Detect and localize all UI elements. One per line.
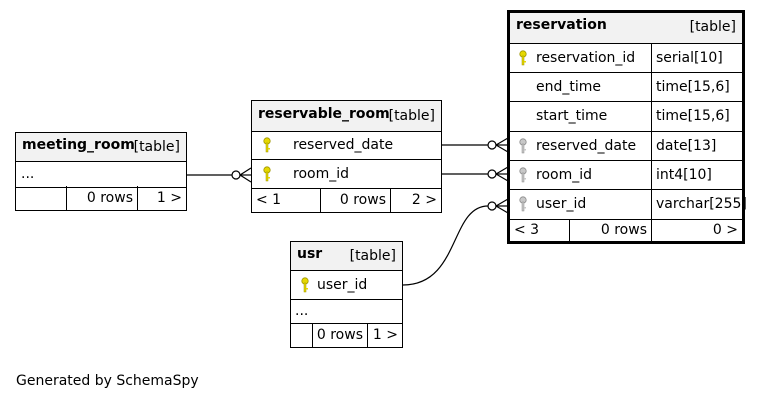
- table-row: end_time time[15,6]: [510, 72, 742, 102]
- foreign-key-icon: [519, 196, 527, 212]
- table-row: ...: [16, 161, 186, 188]
- children-count: 0 >: [712, 222, 738, 238]
- table-row: room_id int4[10]: [510, 160, 742, 190]
- generated-by-label: Generated by SchemaSpy: [16, 373, 199, 389]
- foreign-key-icon: [519, 137, 527, 153]
- primary-key-icon: [519, 49, 527, 65]
- table-name: meeting_room: [22, 137, 135, 153]
- table-header: reservable_room [table]: [252, 101, 441, 132]
- column-name: start_time: [536, 108, 608, 124]
- row-count: 0 rows: [600, 222, 647, 238]
- row-count: 0 rows: [86, 190, 133, 206]
- primary-key-icon: [263, 165, 271, 181]
- children-count: 2 >: [411, 192, 437, 208]
- row-count: 0 rows: [339, 192, 386, 208]
- table-row: ...: [291, 299, 402, 324]
- table-row: user_id: [291, 270, 402, 300]
- table-header: usr [table]: [291, 242, 402, 271]
- column-name: end_time: [536, 78, 602, 95]
- column-name: reserved_date: [536, 137, 637, 154]
- row-count: 0 rows: [316, 327, 363, 343]
- primary-key-icon: [263, 137, 271, 153]
- table-reservation[interactable]: reservation [table] reservation_id seria…: [507, 10, 747, 244]
- table-footer: < 1 0 rows 2 >: [252, 188, 441, 212]
- table-name: usr: [297, 246, 323, 262]
- table-meeting-room[interactable]: meeting_room [table] ... 0 rows 1 >: [15, 132, 187, 211]
- table-header: reservation [table]: [510, 13, 742, 44]
- table-usr[interactable]: usr [table] user_id ... 0 rows: [290, 241, 403, 348]
- column-name: user_id: [317, 276, 368, 293]
- table-row: start_time time[15,6]: [510, 101, 742, 132]
- column-type: serial[10]: [656, 49, 723, 66]
- table-kind: [table]: [133, 139, 180, 155]
- relationship-meeting-room-to-reservable-room: [187, 167, 252, 183]
- column-type: date[13]: [656, 137, 717, 154]
- relationship-user-id: [402, 198, 509, 286]
- primary-key-icon: [301, 276, 309, 292]
- more-rows-label: ...: [21, 166, 35, 182]
- table-name: reservable_room: [258, 106, 390, 122]
- parents-count: < 1: [256, 192, 282, 208]
- table-header: meeting_room [table]: [16, 133, 186, 162]
- table-kind: [table]: [388, 108, 435, 124]
- column-name: reserved_date: [293, 137, 394, 153]
- table-footer: 0 rows 1 >: [291, 323, 402, 347]
- table-reservable-room[interactable]: reservable_room [table] reserved_date: [251, 100, 442, 213]
- table-row: reserved_date: [252, 131, 441, 160]
- children-count: 1 >: [156, 190, 182, 206]
- relationship-reserved-date: [442, 137, 509, 153]
- foreign-key-icon: [519, 166, 527, 182]
- table-footer: 0 rows 1 >: [16, 186, 186, 210]
- table-row: reserved_date date[13]: [510, 131, 742, 161]
- table-row: reservation_id serial[10]: [510, 43, 742, 73]
- column-name: user_id: [536, 196, 587, 212]
- table-kind: [table]: [349, 248, 396, 264]
- column-type: time[15,6]: [656, 78, 730, 95]
- column-name: reservation_id: [536, 49, 636, 66]
- table-kind: [table]: [689, 19, 736, 35]
- column-type: varchar[255]: [656, 196, 747, 212]
- table-footer: < 3 0 rows 0 >: [510, 219, 742, 241]
- column-name: room_id: [536, 166, 592, 183]
- children-count: 1 >: [372, 327, 398, 343]
- column-type: time[15,6]: [656, 108, 730, 124]
- table-row: user_id varchar[255]: [510, 189, 747, 220]
- parents-count: < 3: [514, 222, 540, 238]
- more-rows-label: ...: [295, 303, 309, 319]
- column-type: int4[10]: [656, 166, 712, 183]
- relationship-room-id: [442, 166, 509, 182]
- table-row: room_id: [252, 159, 441, 189]
- table-name: reservation: [516, 17, 607, 33]
- column-name: room_id: [293, 165, 349, 182]
